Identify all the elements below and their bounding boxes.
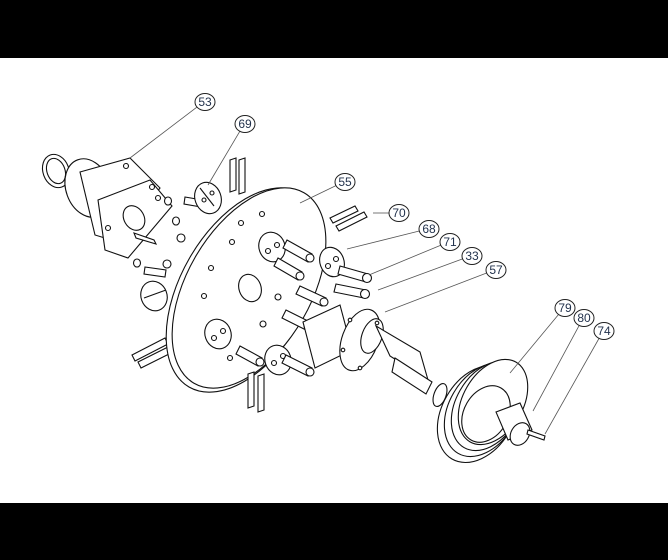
part-79-pulley bbox=[432, 358, 546, 464]
callout-bubble bbox=[418, 220, 440, 238]
leader-line bbox=[544, 338, 600, 435]
callout-70: 70 bbox=[373, 204, 410, 222]
callout-bubble bbox=[388, 204, 410, 222]
callout-layer: 53 69 55 70 68 71 33 57 79 80 74 bbox=[129, 93, 615, 435]
callout-55: 55 bbox=[299, 173, 356, 204]
callout-57: 57 bbox=[384, 261, 507, 313]
callout-74: 74 bbox=[544, 322, 615, 435]
callout-bubble bbox=[461, 247, 483, 265]
callout-79: 79 bbox=[509, 299, 576, 374]
callout-71: 71 bbox=[368, 233, 461, 276]
callout-53: 53 bbox=[129, 93, 216, 159]
callout-bubble bbox=[554, 299, 576, 317]
part-69-clamp bbox=[194, 157, 246, 215]
leader-line bbox=[299, 185, 337, 204]
leader-line bbox=[532, 325, 580, 412]
callout-label: 68 bbox=[422, 222, 436, 236]
callout-label: 53 bbox=[198, 95, 212, 109]
leader-line bbox=[207, 131, 241, 186]
callout-bubble bbox=[194, 93, 216, 111]
callout-bubble bbox=[485, 261, 507, 279]
callout-bubble bbox=[234, 115, 256, 133]
leader-line bbox=[129, 106, 198, 159]
leader-line bbox=[368, 244, 441, 276]
callout-bubble bbox=[334, 173, 356, 191]
callout-label: 80 bbox=[577, 311, 591, 325]
part-68-clamp bbox=[319, 246, 345, 278]
callout-bubble bbox=[439, 233, 461, 251]
callout-label: 74 bbox=[597, 324, 611, 338]
callout-68: 68 bbox=[346, 220, 440, 250]
callout-bubble bbox=[573, 309, 595, 327]
leader-line bbox=[384, 272, 487, 313]
callout-label: 69 bbox=[238, 117, 252, 131]
part-57-shaft bbox=[302, 304, 433, 395]
callout-label: 57 bbox=[489, 263, 503, 277]
part-55-disc bbox=[165, 187, 327, 393]
leader-line bbox=[377, 258, 463, 291]
part-53-housing bbox=[41, 153, 173, 259]
leader-line bbox=[509, 314, 559, 374]
part-clamp-lower-left bbox=[131, 280, 174, 369]
part-71-33-screws bbox=[333, 265, 373, 300]
callout-bubble bbox=[593, 322, 615, 340]
callout-80: 80 bbox=[532, 309, 595, 412]
callout-label: 70 bbox=[392, 206, 406, 220]
callout-label: 71 bbox=[443, 235, 457, 249]
callout-33: 33 bbox=[377, 247, 483, 291]
drawing-canvas bbox=[0, 58, 668, 503]
leader-line bbox=[346, 230, 420, 250]
callout-label: 55 bbox=[338, 175, 352, 189]
callout-69: 69 bbox=[207, 115, 256, 186]
callout-label: 79 bbox=[558, 301, 572, 315]
callout-label: 33 bbox=[465, 249, 479, 263]
part-70-keys bbox=[329, 205, 368, 232]
